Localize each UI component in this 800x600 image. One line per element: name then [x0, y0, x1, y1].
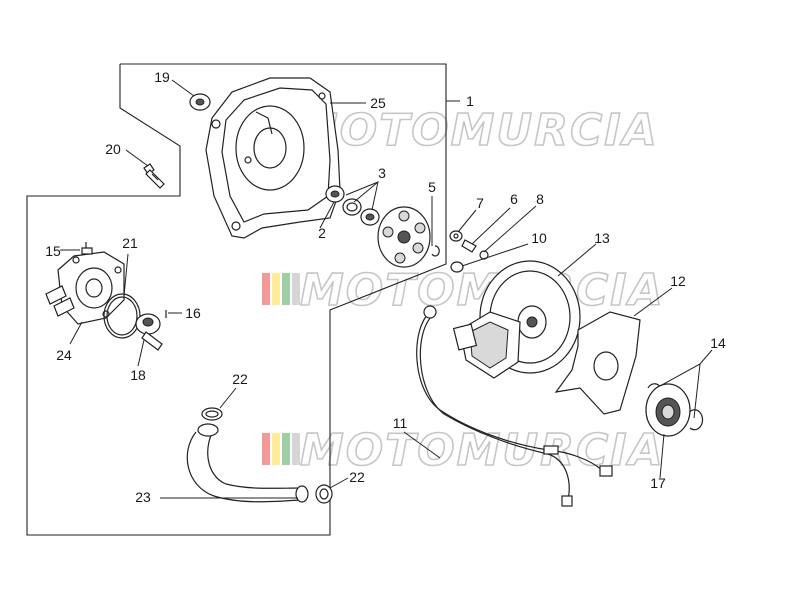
impeller-disc — [377, 206, 431, 268]
callout-16: 16 — [185, 305, 201, 321]
circlip-14b — [687, 409, 704, 431]
back-plate-12 — [554, 311, 641, 415]
callout-10: 10 — [531, 230, 547, 246]
wiring-harness-11 — [416, 305, 613, 507]
callout-20: 20 — [105, 141, 121, 157]
hose-clamp-22a — [201, 407, 223, 421]
bolt-20 — [143, 163, 165, 189]
callout-17: 17 — [650, 475, 666, 491]
nut-10 — [450, 261, 464, 273]
callout-22a: 22 — [232, 371, 248, 387]
callout-6: 6 — [510, 191, 518, 207]
watermark-text: MOTOMURCIA — [294, 105, 659, 156]
leader-lines — [60, 79, 713, 499]
callout-labels: 19 25 1 20 3 5 2 7 6 8 10 13 12 14 17 11… — [45, 69, 726, 505]
callout-3: 3 — [378, 165, 386, 181]
callout-23: 23 — [135, 489, 151, 505]
screw-15 — [81, 242, 93, 255]
bearing-19 — [189, 93, 211, 111]
pump-cover-housing — [205, 77, 341, 239]
callout-15: 15 — [45, 243, 61, 259]
callout-13: 13 — [594, 230, 610, 246]
fan-cap-17 — [645, 383, 691, 437]
callout-8: 8 — [536, 191, 544, 207]
stator-coil — [452, 311, 521, 379]
callout-1: 1 — [466, 93, 474, 109]
pump-body-24 — [45, 251, 125, 325]
callout-19: 19 — [154, 69, 170, 85]
callout-11: 11 — [393, 415, 408, 431]
hose-clamp-22b — [315, 484, 333, 504]
callout-14: 14 — [710, 335, 726, 351]
bearing-3 — [360, 208, 380, 226]
callout-7: 7 — [476, 195, 484, 211]
callout-24: 24 — [56, 347, 72, 363]
callout-22b: 22 — [349, 469, 365, 485]
washer-7 — [449, 230, 463, 242]
callout-21: 21 — [122, 235, 138, 251]
callout-18: 18 — [130, 367, 146, 383]
hose-23 — [186, 423, 309, 503]
callout-25: 25 — [370, 95, 386, 111]
seal-3 — [342, 198, 362, 216]
pump-shaft-18 — [135, 313, 163, 351]
watermark-middle: MOTOMURCIA — [262, 264, 664, 317]
callout-2: 2 — [318, 225, 326, 241]
circlip-5 — [431, 245, 440, 257]
bearing-2 — [325, 185, 345, 203]
assembly-frame-line — [26, 63, 447, 536]
callout-5: 5 — [428, 179, 436, 195]
callout-12: 12 — [670, 273, 686, 289]
